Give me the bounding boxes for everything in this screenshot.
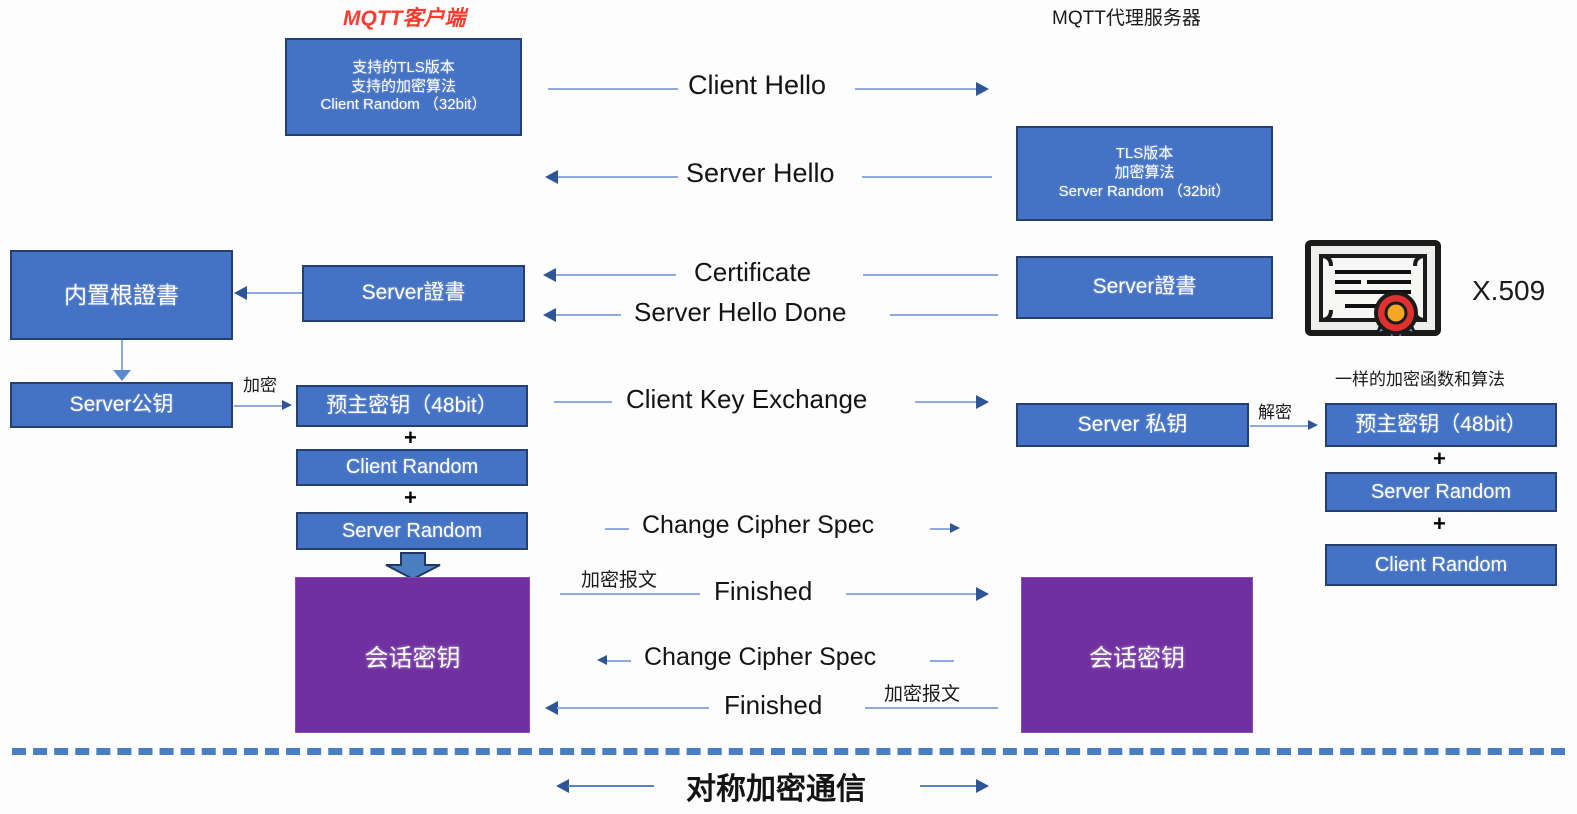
finished-server-shaft-left — [557, 707, 709, 709]
change-cipher-spec-client-label: Change Cipher Spec — [634, 511, 883, 540]
cert-to-root-arrowhead-icon — [234, 286, 247, 300]
client-session-key-box: 会话密钥 — [295, 577, 530, 733]
decrypt-annotation: 解密 — [1258, 403, 1292, 422]
server-hello-done-shaft-right — [890, 314, 998, 316]
client-key-exchange-label: Client Key Exchange — [618, 384, 876, 415]
client-derive-arrow-icon — [383, 552, 443, 581]
encrypt-arrowhead-icon — [282, 400, 292, 410]
encrypt-annotation: 加密 — [243, 376, 277, 395]
change-cipher-spec-client-shaft-left — [605, 528, 629, 530]
server-title: MQTT代理服务器 — [1052, 8, 1201, 29]
finished-server-label: Finished — [716, 690, 831, 721]
server-public-key-box: Server公钥 — [10, 382, 233, 428]
client-key-exchange-shaft-left — [554, 401, 612, 403]
server-private-key-box: Server 私钥 — [1016, 403, 1249, 447]
server-hello-shaft-right — [862, 176, 992, 178]
server-plus-2: + — [1433, 511, 1446, 536]
server-session-key-label: 会话密钥 — [1089, 644, 1185, 672]
server-hello-line1: TLS版本 — [1115, 145, 1174, 163]
server-hello-line3: Server Random （32bit） — [1058, 182, 1231, 200]
certificate-shaft-left — [556, 274, 676, 276]
client-hello-label: Client Hello — [680, 70, 835, 101]
server-hello-label: Server Hello — [678, 158, 843, 189]
change-cipher-spec-server-label: Change Cipher Spec — [636, 643, 885, 672]
finished-client-shaft-left — [560, 593, 700, 595]
client-hello-line2: 支持的加密算法 — [350, 77, 456, 95]
same-algorithm-annotation: 一样的加密函数和算法 — [1335, 370, 1505, 389]
client-pre-master-secret-label: 预主密钥（48bit） — [326, 393, 498, 417]
server-server-certificate-box: Server證書 — [1016, 256, 1273, 319]
client-server-certificate-label: Server證書 — [361, 281, 466, 305]
client-server-random-label: Server Random — [341, 519, 483, 542]
server-random-label: Server Random — [1370, 480, 1512, 503]
server-hello-line2: 加密算法 — [1114, 164, 1175, 182]
client-hello-line1: 支持的TLS版本 — [352, 58, 455, 76]
server-hello-done-label: Server Hello Done — [626, 297, 855, 328]
client-plus-2: + — [404, 485, 417, 510]
symmetric-shaft-left — [568, 785, 654, 787]
server-client-random-label: Client Random — [1374, 553, 1508, 576]
encrypt-shaft — [234, 405, 284, 407]
client-random-label: Client Random — [345, 456, 479, 478]
client-hello-shaft-left — [548, 88, 678, 90]
x509-label: X.509 — [1472, 275, 1546, 306]
client-hello-line3: Client Random （32bit） — [320, 96, 487, 114]
server-hello-done-shaft-left — [556, 314, 621, 316]
server-public-key-label: Server公钥 — [69, 392, 174, 416]
symmetric-right-arrowhead-icon — [976, 779, 989, 793]
server-hello-arrowhead-icon — [545, 170, 558, 184]
x509-certificate-icon — [1305, 240, 1441, 344]
decrypt-arrowhead-icon — [1308, 420, 1318, 430]
symmetric-communication-label: 对称加密通信 — [678, 764, 874, 808]
finished-client-label: Finished — [706, 576, 821, 607]
cert-to-root-shaft — [246, 292, 302, 294]
finished-server-arrowhead-icon — [545, 701, 558, 715]
encrypted-message-top-annotation: 加密报文 — [581, 570, 658, 591]
certificate-shaft-right — [863, 274, 998, 276]
change-cipher-spec-client-arrowhead-icon — [950, 523, 960, 533]
server-private-key-label: Server 私钥 — [1077, 412, 1188, 436]
client-key-exchange-shaft-right — [915, 401, 978, 403]
client-server-random-box: Server Random — [296, 512, 528, 550]
root-certificate-label: 内置根證書 — [64, 281, 179, 308]
client-server-certificate-box: Server證書 — [302, 265, 525, 322]
server-session-key-box: 会话密钥 — [1021, 577, 1253, 733]
root-to-pubkey-arrowhead-icon — [113, 370, 131, 381]
server-server-certificate-label: Server證書 — [1092, 275, 1197, 299]
root-to-pubkey-shaft — [121, 340, 123, 372]
server-pre-master-secret-box: 预主密钥（48bit） — [1325, 403, 1557, 447]
client-hello-arrowhead-icon — [976, 82, 989, 96]
server-client-random-box: Client Random — [1325, 544, 1557, 586]
server-hello-done-arrowhead-icon — [543, 308, 556, 322]
server-plus-1: + — [1433, 446, 1446, 471]
change-cipher-spec-server-arrowhead-icon — [597, 655, 607, 665]
decrypt-shaft — [1250, 425, 1310, 427]
client-random-box: Client Random — [296, 449, 528, 486]
encrypted-message-bottom-annotation: 加密报文 — [884, 684, 961, 705]
change-cipher-spec-server-shaft-left — [607, 660, 631, 662]
client-hello-shaft-right — [855, 88, 978, 90]
client-plus-1: + — [404, 425, 417, 450]
certificate-arrowhead-icon — [543, 268, 556, 282]
client-hello-box: 支持的TLS版本 支持的加密算法 Client Random （32bit） — [285, 38, 522, 136]
client-key-exchange-arrowhead-icon — [976, 395, 989, 409]
finished-server-shaft-right — [865, 707, 998, 709]
client-pre-master-secret-box: 预主密钥（48bit） — [296, 385, 528, 427]
server-random-box: Server Random — [1325, 472, 1557, 512]
server-pre-master-secret-label: 预主密钥（48bit） — [1355, 412, 1527, 436]
client-session-key-label: 会话密钥 — [364, 644, 461, 672]
symmetric-left-arrowhead-icon — [556, 779, 569, 793]
root-certificate-box: 内置根證書 — [10, 250, 233, 340]
server-hello-shaft-left — [558, 176, 678, 178]
secure-channel-divider — [12, 748, 1565, 755]
server-hello-box: TLS版本 加密算法 Server Random （32bit） — [1016, 126, 1273, 221]
client-title: MQTT客户端 — [343, 7, 466, 30]
change-cipher-spec-server-shaft-right — [930, 660, 954, 662]
finished-client-shaft-right — [846, 593, 978, 595]
symmetric-shaft-right — [920, 785, 978, 787]
certificate-label: Certificate — [686, 257, 820, 288]
finished-client-arrowhead-icon — [976, 587, 989, 601]
change-cipher-spec-client-shaft-right — [930, 528, 952, 530]
